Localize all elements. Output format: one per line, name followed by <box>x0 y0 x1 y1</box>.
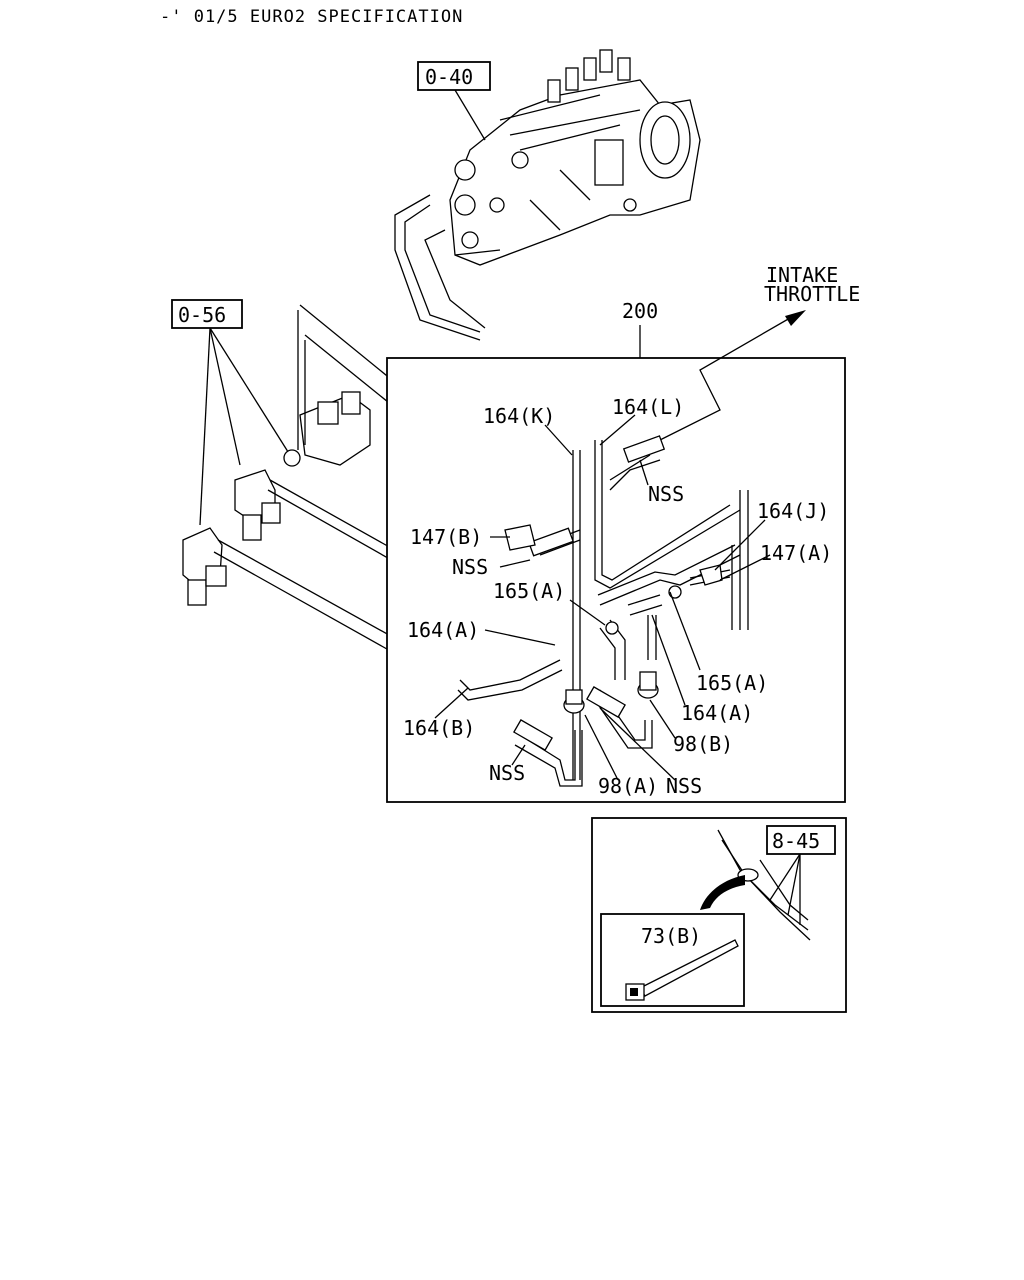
intake-label-1: INTAKE <box>766 263 838 287</box>
callout-nss-4: NSS <box>666 774 702 798</box>
callout-nss-1: NSS <box>648 482 684 506</box>
injection-pump <box>449 49 701 266</box>
cable-tie <box>625 939 739 1001</box>
intake-arrow-icon <box>785 310 806 326</box>
detail-arrow-icon <box>700 875 745 910</box>
ref-box-valves <box>171 299 243 329</box>
vsv-lower <box>182 527 227 606</box>
callout-164b: 164(B) <box>403 716 475 740</box>
clamp-inset-frame <box>600 913 745 1007</box>
page-title: -' 01/5 EURO2 SPECIFICATION <box>160 7 463 27</box>
vsv-middle <box>234 469 281 541</box>
ref-label-valves: 0-56 <box>178 303 226 327</box>
callout-165a-1: 165(A) <box>493 579 565 603</box>
vsv-upper <box>283 310 371 467</box>
callout-147b: 147(B) <box>410 525 482 549</box>
callout-164j: 164(J) <box>757 499 829 523</box>
assembly-number: 200 <box>622 299 658 323</box>
callout-164l: 164(L) <box>612 395 684 419</box>
callout-164a-1: 164(A) <box>407 618 479 642</box>
callout-165a-2: 165(A) <box>696 671 768 695</box>
ref-label-harness: 8-45 <box>772 829 820 853</box>
callout-147a: 147(A) <box>760 541 832 565</box>
ref-label-pump: 0-40 <box>425 65 473 89</box>
callout-98a: 98(A) <box>598 774 658 798</box>
callout-98b: 98(B) <box>673 732 733 756</box>
callout-73b: 73(B) <box>641 924 701 948</box>
callout-164k: 164(K) <box>483 404 555 428</box>
callout-nss-3: NSS <box>489 761 525 785</box>
intake-label-2: THROTTLE <box>764 282 860 306</box>
callout-164a-2: 164(A) <box>681 701 753 725</box>
ref-box-pump <box>417 61 491 91</box>
callout-nss-2: NSS <box>452 555 488 579</box>
ref-box-harness <box>766 825 836 855</box>
